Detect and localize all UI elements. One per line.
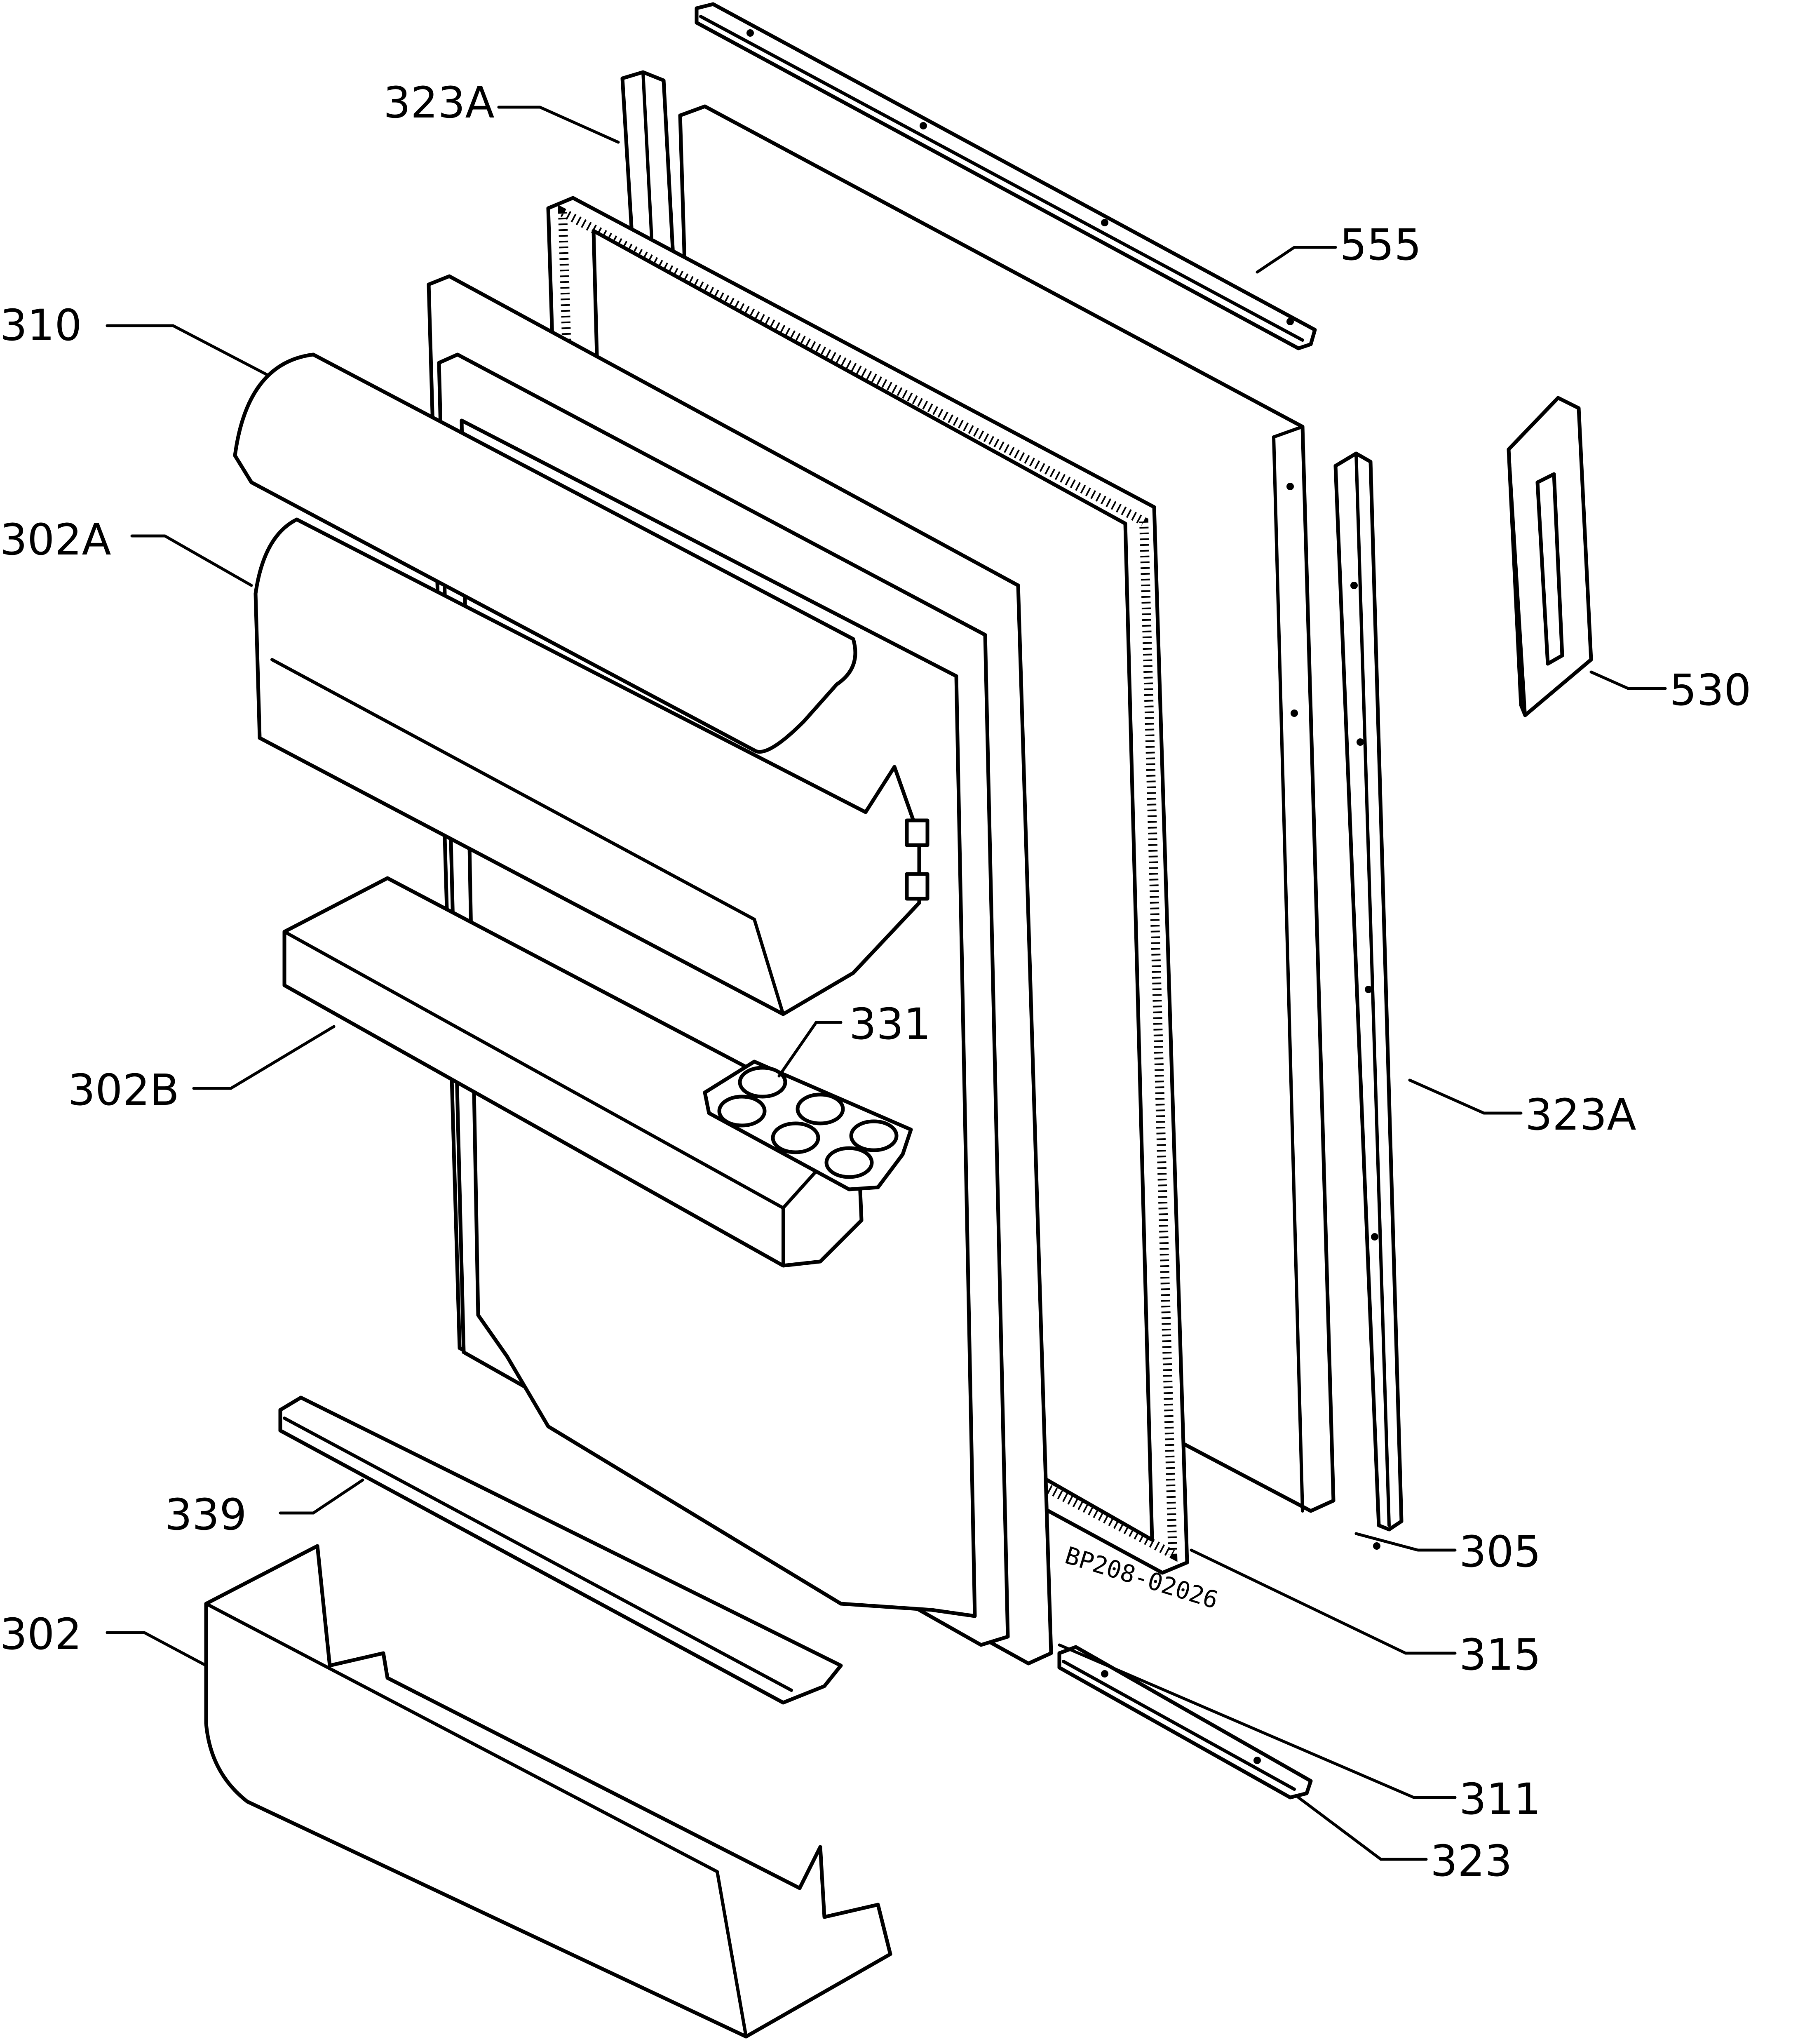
label-302A: 302A <box>0 515 111 565</box>
label-315: 315 <box>1459 1630 1541 1680</box>
part-302A-upper-bin <box>253 517 929 1016</box>
part-302B-middle-shelf <box>282 876 864 1268</box>
part-339-louver-strip <box>278 1396 843 1705</box>
label-323A-top: 323A <box>383 78 495 128</box>
part-323-bottom-trim <box>1057 1645 1313 1800</box>
label-302B: 302B <box>68 1065 179 1115</box>
part-555-top-trim <box>695 2 1317 350</box>
label-339: 339 <box>165 1490 247 1540</box>
part-530-handle <box>1507 396 1593 717</box>
part-323A-right-strip <box>1333 451 1404 1550</box>
label-555: 555 <box>1340 220 1422 270</box>
label-302: 302 <box>0 1609 82 1659</box>
part-labels: 323A 555 310 302A 530 331 302B 323A 339 … <box>0 78 1751 1886</box>
label-323: 323 <box>1430 1836 1512 1886</box>
label-310: 310 <box>0 300 82 350</box>
label-331: 331 <box>849 999 931 1049</box>
part-310-shelf-lid <box>233 352 857 754</box>
label-305: 305 <box>1459 1527 1541 1577</box>
label-530: 530 <box>1669 665 1751 715</box>
leader-lines <box>106 106 1667 1861</box>
label-323A-right: 323A <box>1525 1090 1636 1140</box>
label-311: 311 <box>1459 1774 1541 1824</box>
part-302-bottom-bin <box>204 1544 892 2039</box>
